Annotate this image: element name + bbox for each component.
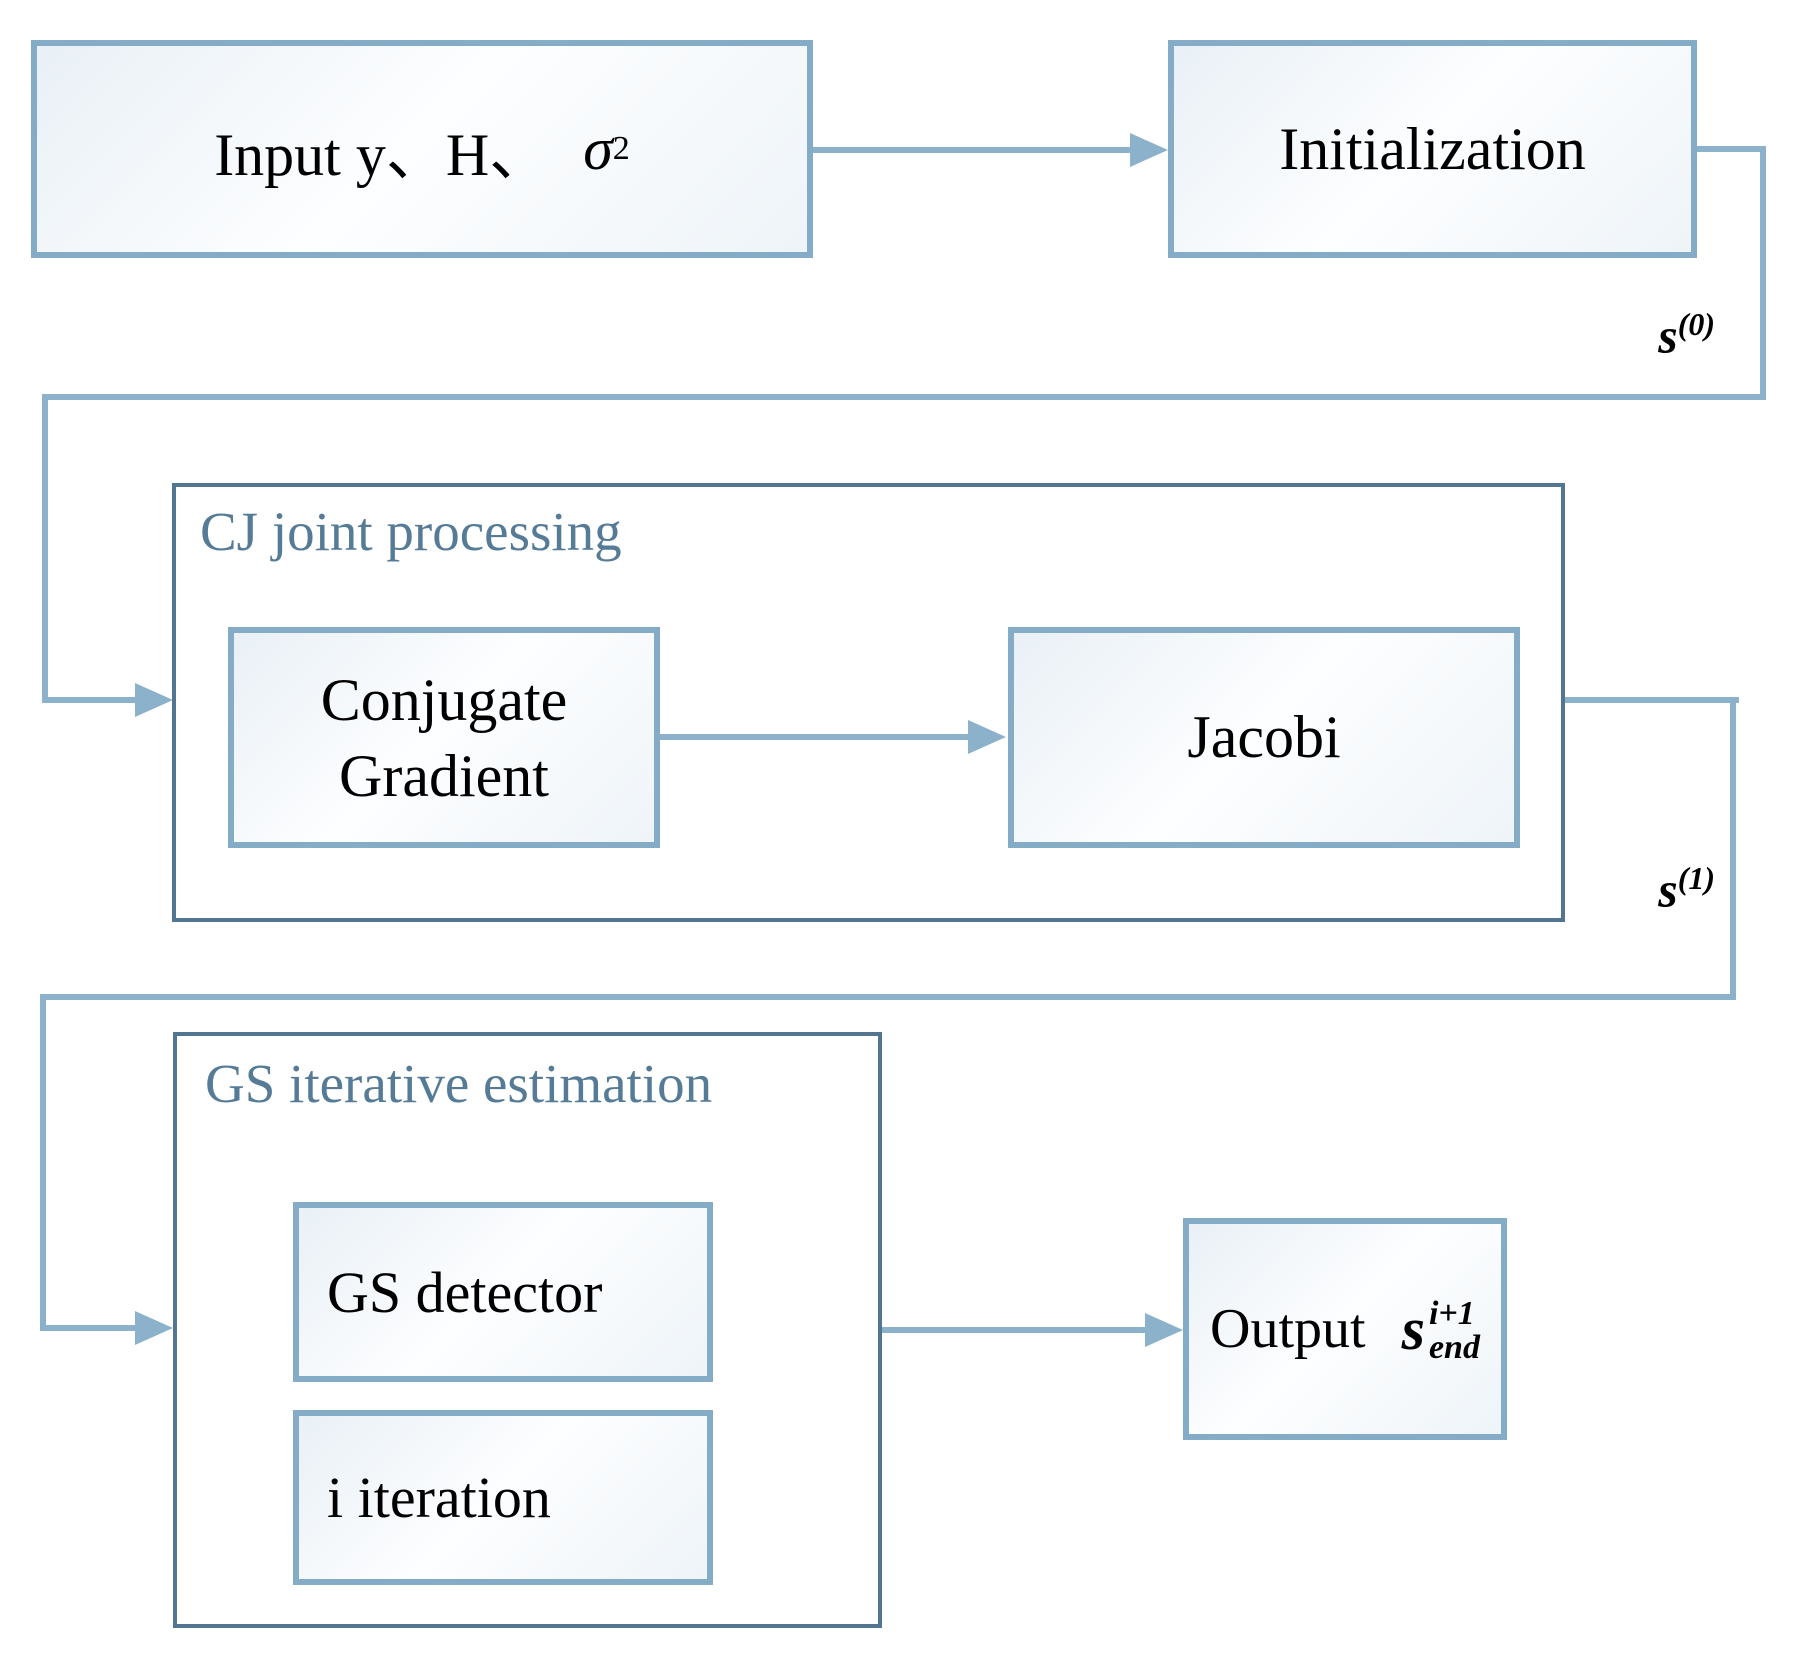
arrowhead-into-cj-icon [135, 683, 173, 717]
connector-cg-to-jacobi [660, 734, 970, 740]
jacobi-box: Jacobi [1008, 627, 1520, 848]
connector-gs-to-output [882, 1327, 1145, 1333]
output-formula-base: s [1401, 1295, 1425, 1362]
connector-s0-seg1 [1697, 146, 1766, 152]
arrowhead-into-initialization-icon [1130, 133, 1168, 167]
edge-label-s1: s(1) [1580, 860, 1715, 919]
gs-iterative-estimation-container [173, 1032, 882, 1628]
output-formula-sub: end [1428, 1329, 1480, 1366]
s0-base: s [1658, 307, 1678, 364]
sigma-symbol: σ [583, 115, 613, 182]
output-formula: s i+1 end [1401, 1295, 1480, 1365]
input-label: Input y、H、 [214, 121, 550, 188]
arrowhead-into-output-icon [1145, 1313, 1183, 1347]
gs-container-label: GS iterative estimation [205, 1053, 713, 1114]
jacobi-label: Jacobi [1187, 704, 1341, 770]
gs-detector-label: GS detector [327, 1259, 603, 1325]
connector-s0-seg3 [42, 394, 1766, 400]
connector-s1-seg3 [40, 994, 1736, 1000]
s0-sup: (0) [1677, 306, 1715, 342]
cj-joint-processing-container [172, 483, 1565, 922]
s1-sup: (1) [1677, 860, 1715, 896]
connector-s0-seg4 [42, 394, 48, 703]
output-box: Output s i+1 end [1183, 1218, 1507, 1440]
output-formula-scripts: i+1 end [1429, 1297, 1480, 1365]
initialization-box: Initialization [1168, 40, 1697, 258]
connector-s0-seg2 [1760, 146, 1766, 400]
gs-detector-box: GS detector [293, 1202, 713, 1382]
i-iteration-label: i iteration [327, 1465, 551, 1530]
connector-s1-seg1 [1565, 697, 1739, 703]
connector-s1-seg4 [40, 994, 46, 1331]
arrowhead-into-jacobi-icon [968, 720, 1006, 754]
arrowhead-into-gs-icon [135, 1311, 173, 1345]
edge-label-s0: s(0) [1580, 306, 1715, 365]
i-iteration-box: i iteration [293, 1410, 713, 1585]
s1-base: s [1658, 861, 1678, 918]
connector-s1-seg2 [1730, 697, 1736, 1000]
connector-s0-seg5 [42, 697, 137, 703]
connector-s1-seg5 [40, 1325, 137, 1331]
initialization-label: Initialization [1279, 115, 1586, 182]
output-label: Output [1210, 1298, 1366, 1360]
cj-container-label: CJ joint processing [200, 501, 622, 562]
connector-input-to-init [813, 147, 1132, 153]
output-formula-sup: i+1 [1428, 1295, 1475, 1332]
